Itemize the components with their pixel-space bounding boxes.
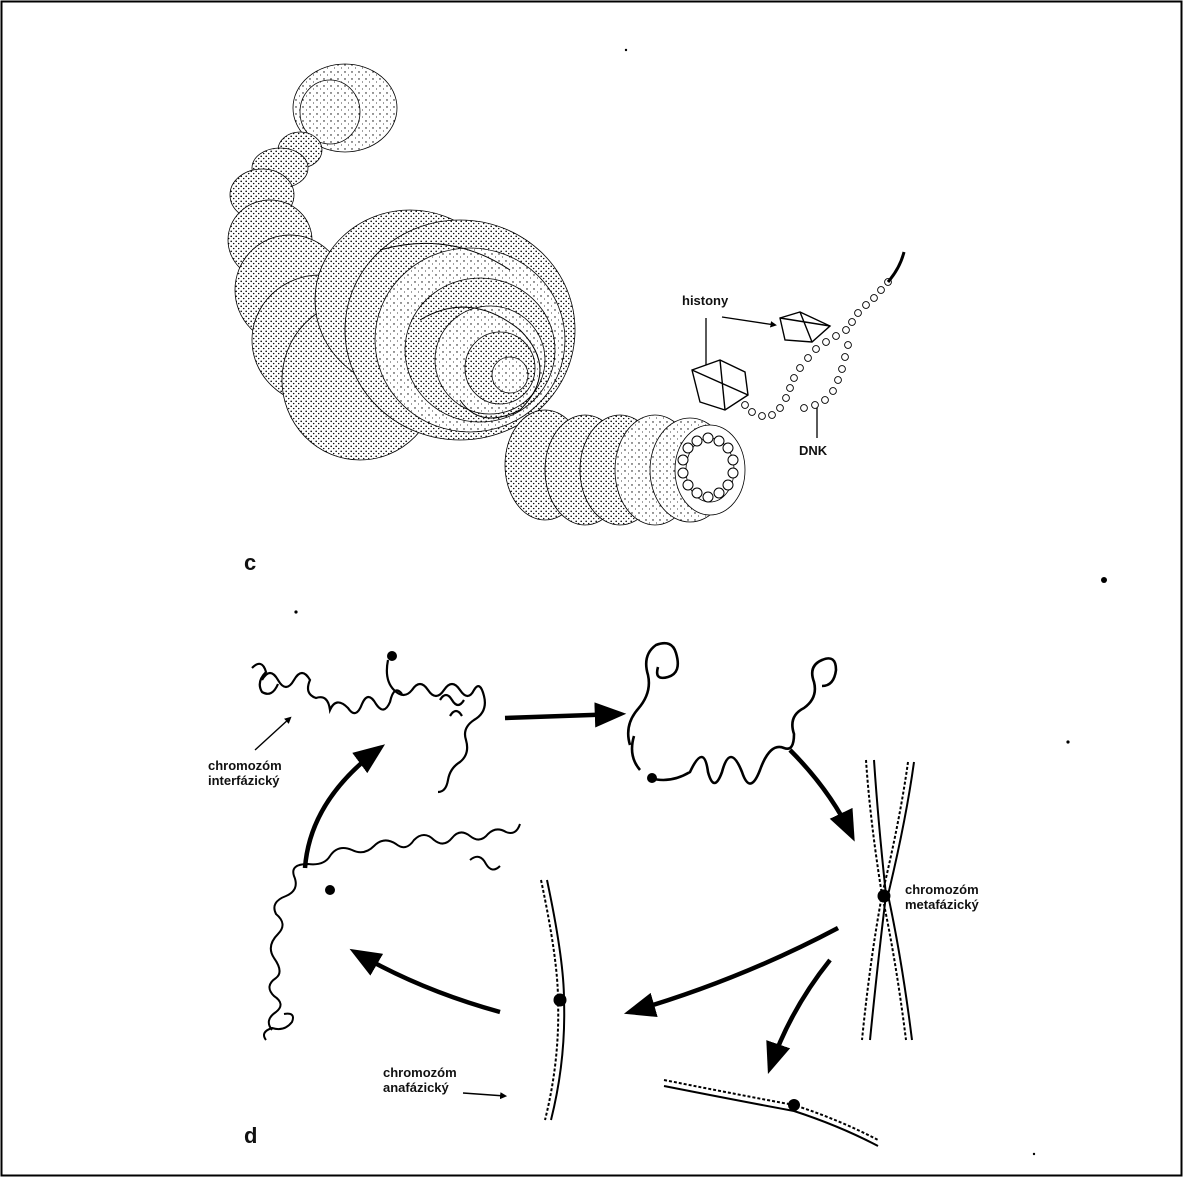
anaphase-label-line1: chromozóm [383, 1065, 457, 1080]
anaphase-label-line2: anafázický [383, 1080, 450, 1095]
centromere-dot [554, 994, 566, 1006]
anaphase-leader-arrow [463, 1093, 505, 1096]
arrow-metaphase-to-anaphase [630, 928, 838, 1012]
arrow-anaphase-to-telophase [355, 952, 500, 1012]
interphase-label-line2: interfázický [208, 773, 280, 788]
panel-c-illustration: histony DNK [228, 64, 904, 525]
panel-d-cell-cycle [252, 643, 914, 1146]
histones-label: histony [682, 293, 729, 308]
metaphase-label-line2: metafázický [905, 897, 979, 912]
chromatid-horizontal [664, 1080, 878, 1146]
dna-strand-end [888, 252, 904, 282]
centromere-dot [789, 1100, 800, 1111]
chromatin-solenoid [228, 64, 745, 525]
centromere-dot [388, 652, 397, 661]
centromere-dot [878, 890, 890, 902]
dna-bead-string [742, 279, 892, 420]
interphase-chromosome [252, 660, 485, 792]
centromere-dot [326, 886, 335, 895]
metaphase-label-line1: chromozóm [905, 882, 979, 897]
arrow-interphase-to-prophase [505, 714, 620, 718]
panel-d-letter: d [244, 1123, 257, 1148]
interphase-label-line1: chromozóm [208, 758, 282, 773]
dna-label: DNK [799, 443, 828, 458]
panel-c-letter: c [244, 550, 256, 575]
cycle-arrows [305, 714, 852, 1068]
arrow-prophase-to-metaphase [790, 750, 852, 836]
centromere-dot [648, 774, 657, 783]
interphase-leader-arrow [255, 718, 290, 750]
histones-leader-arrow [722, 317, 775, 325]
arrow-metaphase-to-chromatids [770, 960, 830, 1068]
